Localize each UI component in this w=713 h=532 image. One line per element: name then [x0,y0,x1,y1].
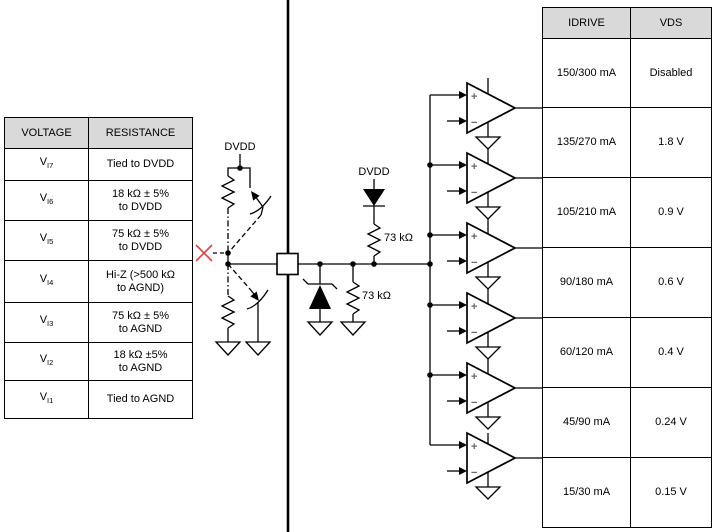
idrive-cell: 135/270 mA [542,107,631,178]
ground-symbol [339,321,367,336]
voltage-cell: VI5 [4,220,89,261]
vds-cell: 0.6 V [630,247,712,318]
resistance-cell: Tied to DVDD [88,148,193,181]
ground-symbol [474,416,502,430]
ground-symbol [214,341,242,356]
voltage-cell: VI1 [4,380,89,419]
comparator-6: + − [430,431,542,500]
resistance-cell: Tied to AGND [88,380,193,419]
ground-symbol [244,341,272,356]
ground-symbol [306,321,334,336]
voltage-cell: VI3 [4,302,89,343]
dvdd-label: DVDD [224,141,255,153]
switch-arrow [251,191,260,201]
pulldown-switch [227,263,272,356]
resistance-cell: 18 kΩ ±5%to AGND [88,342,193,381]
comparator-1: + − [430,78,542,150]
table-row: 15/30 mA 0.15 V [542,457,712,528]
table-row: 135/270 mA 1.8 V [542,107,712,178]
table-row: 90/180 mA 0.6 V [542,247,712,318]
pullup-resistor-symbol [220,175,236,209]
comparator-2: + − [430,148,542,220]
pulldown-resistor-symbol [220,295,236,329]
table-row: 45/90 mA 0.24 V [542,387,712,458]
vds-cell: 0.24 V [630,387,712,458]
voltage-resistance-table: VOLTAGE RESISTANCE VI7 Tied to DVDD VI6 … [4,117,193,419]
svg-text:+: + [471,301,477,313]
vds-header: VDS [630,7,712,39]
idrive-cell: 90/180 mA [542,247,631,318]
internal-pullup-network: DVDD [220,141,272,253]
comparator-input-bus [427,95,433,445]
red-x-marker [195,244,213,262]
resistor-value-label: 73 kΩ [384,232,413,244]
svg-text:−: − [471,117,477,129]
switch-arrow [250,291,259,301]
ground-symbol [474,486,502,500]
internal-pulldown-network [214,263,272,356]
diode-symbol [363,189,385,206]
dvdd-pullup-branch: DVDD 73 kΩ [358,166,413,267]
vds-cell: 0.15 V [630,457,712,528]
vds-cell: 0.9 V [630,177,712,248]
table-header-row: IDRIVE VDS [542,7,712,39]
comparator-3: + − [430,218,542,290]
svg-text:+: + [471,231,477,243]
voltage-cell: VI6 [4,180,89,221]
dvdd-label: DVDD [358,166,389,178]
ground-symbol [474,206,502,220]
table-header-row: VOLTAGE RESISTANCE [4,117,193,149]
svg-text:−: − [471,257,477,269]
zener-diode [302,261,338,336]
table-row: 60/120 mA 0.4 V [542,317,712,388]
resistor-value-label: 73 kΩ [362,290,391,302]
svg-text:−: − [471,187,477,199]
svg-text:+: + [471,371,477,383]
resistance-header: RESISTANCE [88,117,193,149]
idrive-vds-table: IDRIVE VDS 150/300 mA Disabled 135/270 m… [542,7,712,528]
idrive-cell: 15/30 mA [542,457,631,528]
svg-text:+: + [471,161,477,173]
idrive-cell: 105/210 mA [542,177,631,248]
resistance-cell: 75 kΩ ± 5%to AGND [88,302,193,343]
idrive-header: IDRIVE [542,7,631,39]
pin-box [276,252,299,276]
table-row: 150/300 mA Disabled [542,38,712,108]
idrive-cell: 45/90 mA [542,387,631,458]
svg-text:+: + [471,91,477,103]
svg-text:+: + [471,441,477,453]
idrive-cell: 60/120 mA [542,317,631,388]
ground-symbol [474,346,502,360]
table-row: VI3 75 kΩ ± 5%to AGND [4,302,193,343]
ground-symbol [474,136,502,150]
svg-text:−: − [471,397,477,409]
voltage-cell: VI4 [4,260,89,303]
ground-symbol [474,276,502,290]
table-row: VI1 Tied to AGND [4,380,193,419]
comparator-4: + − [430,288,542,360]
idrive-cell: 150/300 mA [542,38,631,108]
vds-cell: Disabled [630,38,712,108]
comparator-5: + − [430,358,542,430]
pullup-switch [228,167,272,253]
junction-dot [371,261,377,267]
svg-text:−: − [471,327,477,339]
svg-text:−: − [471,467,477,479]
table-row: 105/210 mA 0.9 V [542,177,712,248]
voltage-header: VOLTAGE [4,117,89,149]
pulldown-73k-resistor: 73 kΩ [339,261,391,336]
